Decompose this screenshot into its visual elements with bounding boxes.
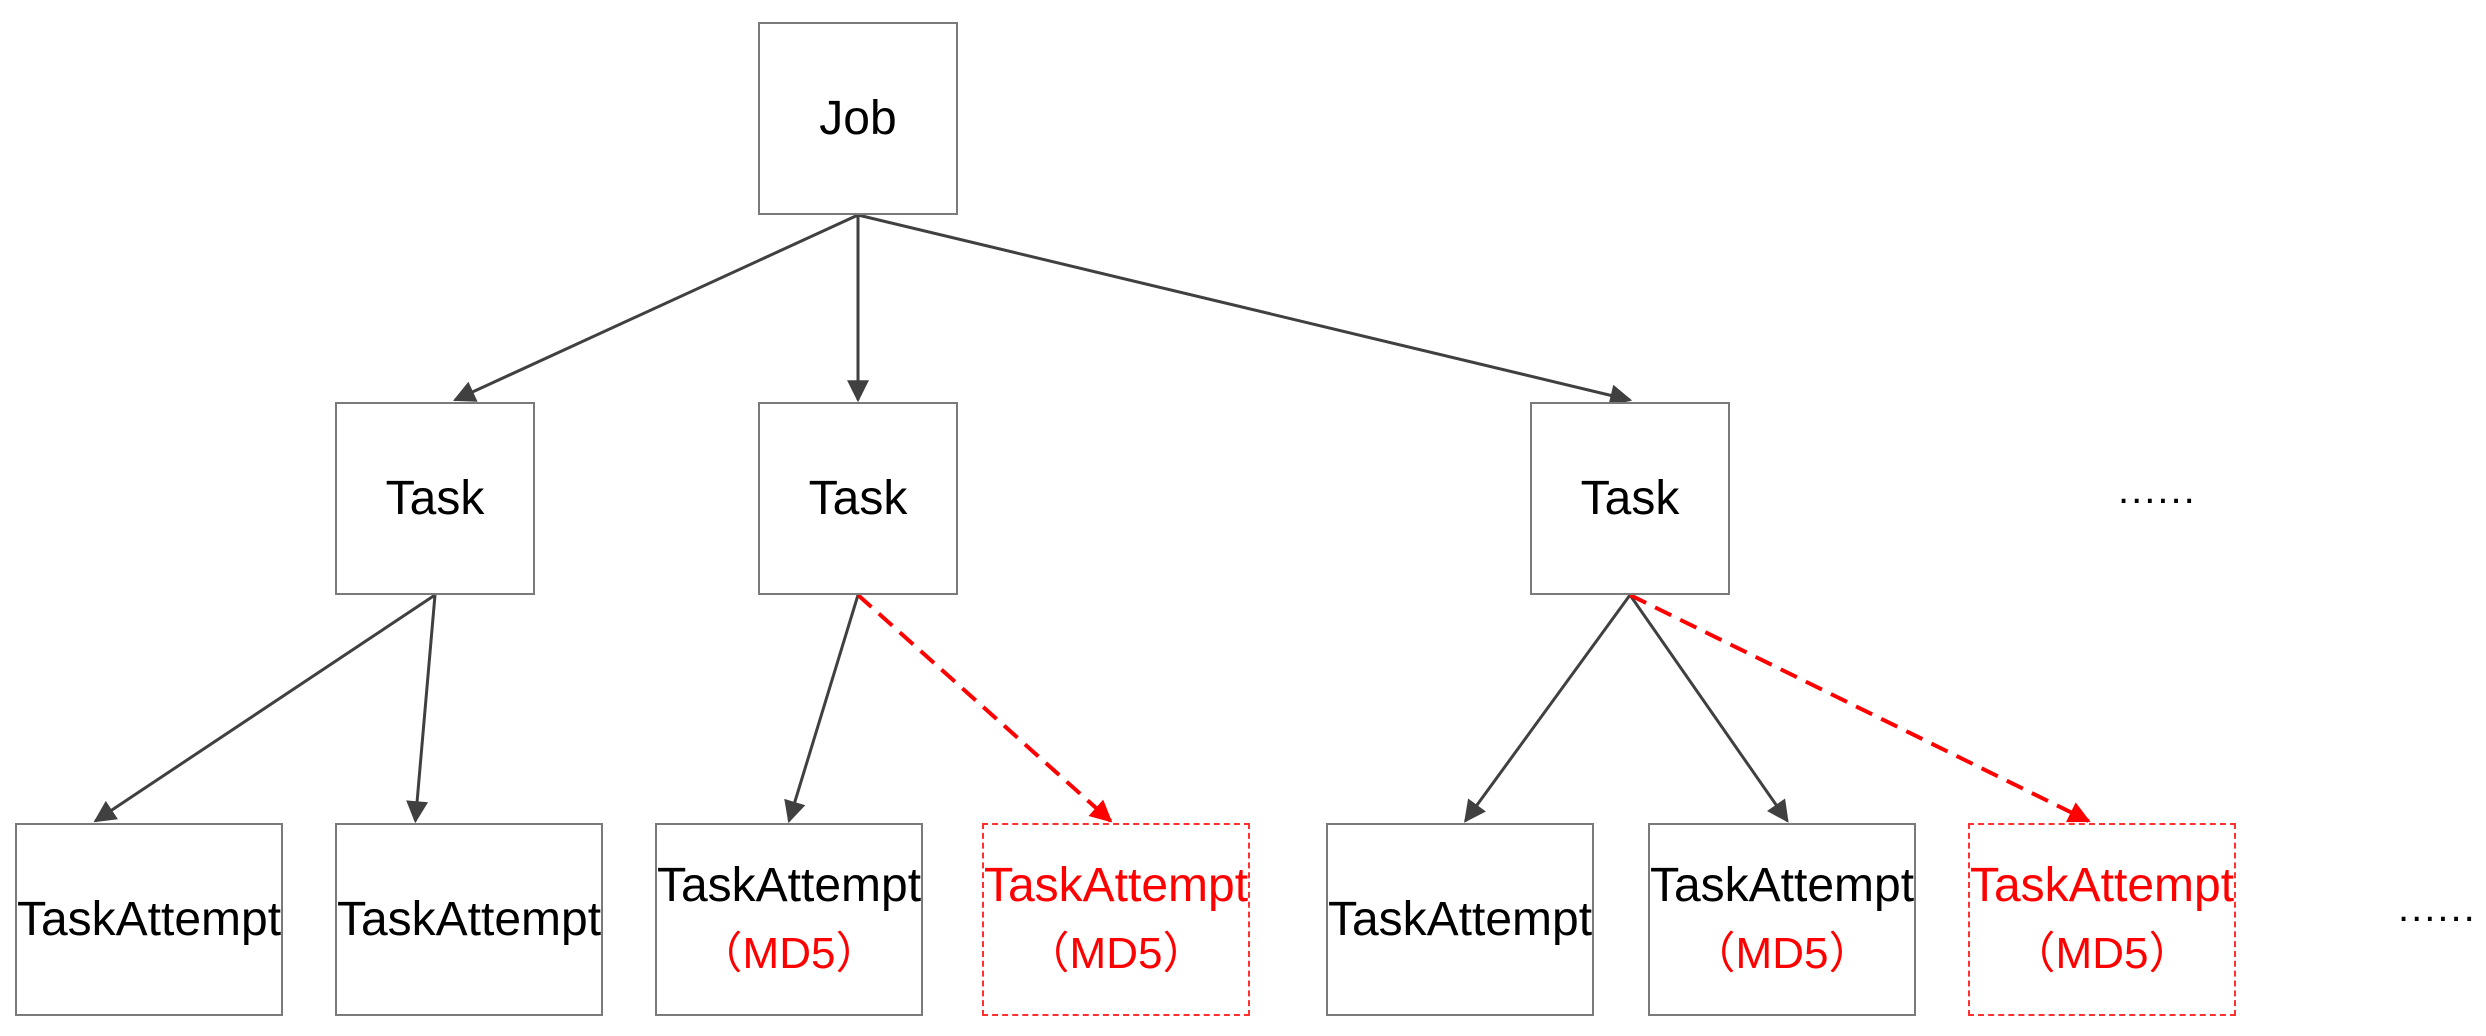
- task-node-3: Task: [1530, 402, 1730, 595]
- task-attempt-node-1: TaskAttempt: [15, 823, 283, 1016]
- md5-label: （MD5）: [1025, 928, 1207, 978]
- task-attempt-node-5: TaskAttempt: [1326, 823, 1594, 1016]
- task-attempt-node-7-speculative: TaskAttempt （MD5）: [1968, 823, 2236, 1016]
- md5-label: （MD5）: [1691, 928, 1873, 978]
- task-attempt-node-6: TaskAttempt （MD5）: [1648, 823, 1916, 1016]
- edge-task_3-to-attempt_6: [1628, 594, 1789, 823]
- md5-label: （MD5）: [2011, 928, 2193, 978]
- edge-task_3-to-attempt_5: [1464, 594, 1632, 823]
- task-attempt-label: TaskAttempt: [16, 892, 282, 946]
- task-attempt-node-4-speculative: TaskAttempt （MD5）: [982, 823, 1250, 1016]
- task-attempt-label: TaskAttempt: [1327, 892, 1593, 946]
- job-node: Job: [758, 22, 958, 215]
- task-attempt-label: TaskAttempt: [1649, 858, 1915, 912]
- task-node-2: Task: [758, 402, 958, 595]
- task-label: Task: [808, 471, 908, 525]
- edge-task_3-to-attempt_7: [1629, 593, 2091, 823]
- task-label: Task: [385, 471, 485, 525]
- task-attempt-label: TaskAttempt: [336, 892, 602, 946]
- edge-task_2-to-attempt_3: [784, 594, 860, 824]
- task-attempt-label: TaskAttempt: [1969, 858, 2235, 912]
- edge-job-to-task_3: [857, 213, 1633, 407]
- edge-task_1-to-attempt_1: [93, 593, 436, 823]
- task-attempt-node-3: TaskAttempt （MD5）: [655, 823, 923, 1016]
- task-attempt-label: TaskAttempt: [983, 858, 1249, 912]
- edge-job-to-task_1: [453, 213, 859, 402]
- task-label: Task: [1580, 471, 1680, 525]
- task-attempt-label: TaskAttempt: [656, 858, 922, 912]
- edge-task_2-to-attempt_4: [856, 593, 1113, 823]
- job-label: Job: [819, 91, 897, 145]
- task-node-1: Task: [335, 402, 535, 595]
- more-attempts-ellipsis: ......: [2398, 886, 2477, 930]
- task-attempt-node-2: TaskAttempt: [335, 823, 603, 1016]
- md5-label: （MD5）: [698, 928, 880, 978]
- more-tasks-ellipsis: ......: [2118, 468, 2197, 512]
- edge-task_1-to-attempt_2: [406, 594, 437, 824]
